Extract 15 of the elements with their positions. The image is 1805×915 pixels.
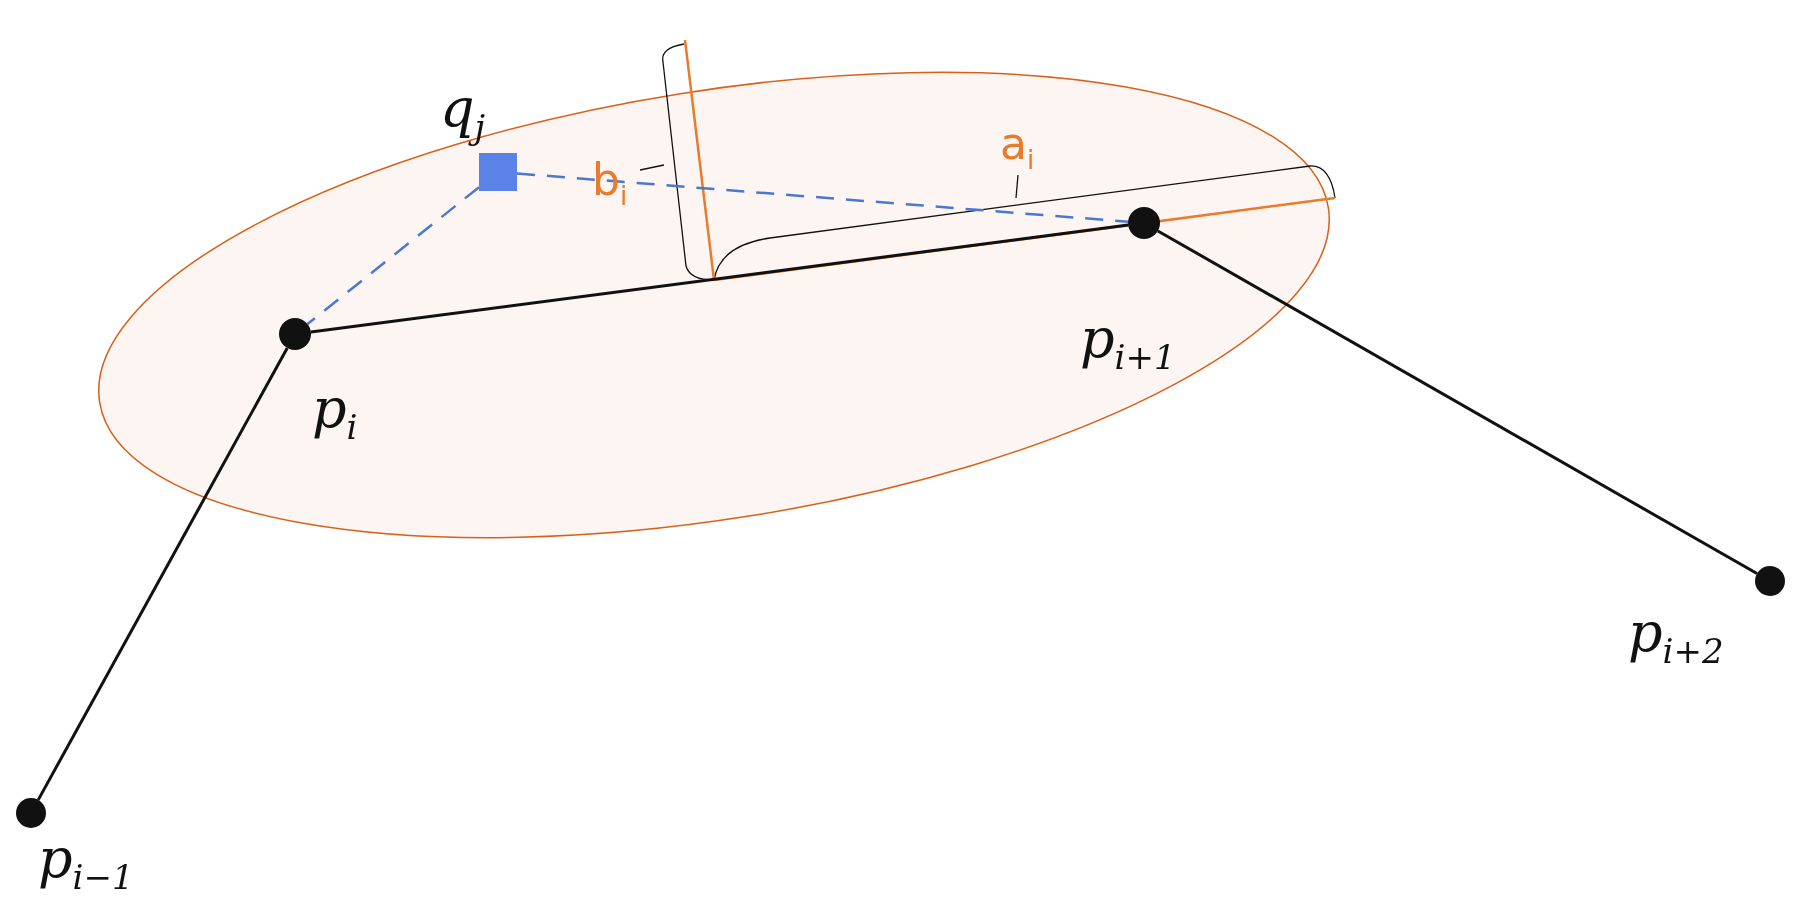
line-segment <box>310 223 1129 334</box>
line-segment <box>1157 229 1758 575</box>
square-marker <box>479 153 517 191</box>
dashed-line <box>516 172 1129 223</box>
dimension-label: a$_{i}$ <box>1000 122 1035 173</box>
point-label: p$_{i}$ <box>312 382 358 444</box>
dashed-line <box>306 186 480 325</box>
point-label: p$_{i+1}$ <box>1080 312 1176 374</box>
line-segment <box>36 347 289 801</box>
point-marker <box>16 798 46 828</box>
point-label: p$_{i+2}$ <box>1628 606 1724 668</box>
dimension-label: b$_{i}$ <box>592 158 628 209</box>
point-marker <box>1755 566 1785 596</box>
point-label: q$_{j}$ <box>440 82 486 144</box>
point-label: p$_{i−1}$ <box>38 832 134 894</box>
